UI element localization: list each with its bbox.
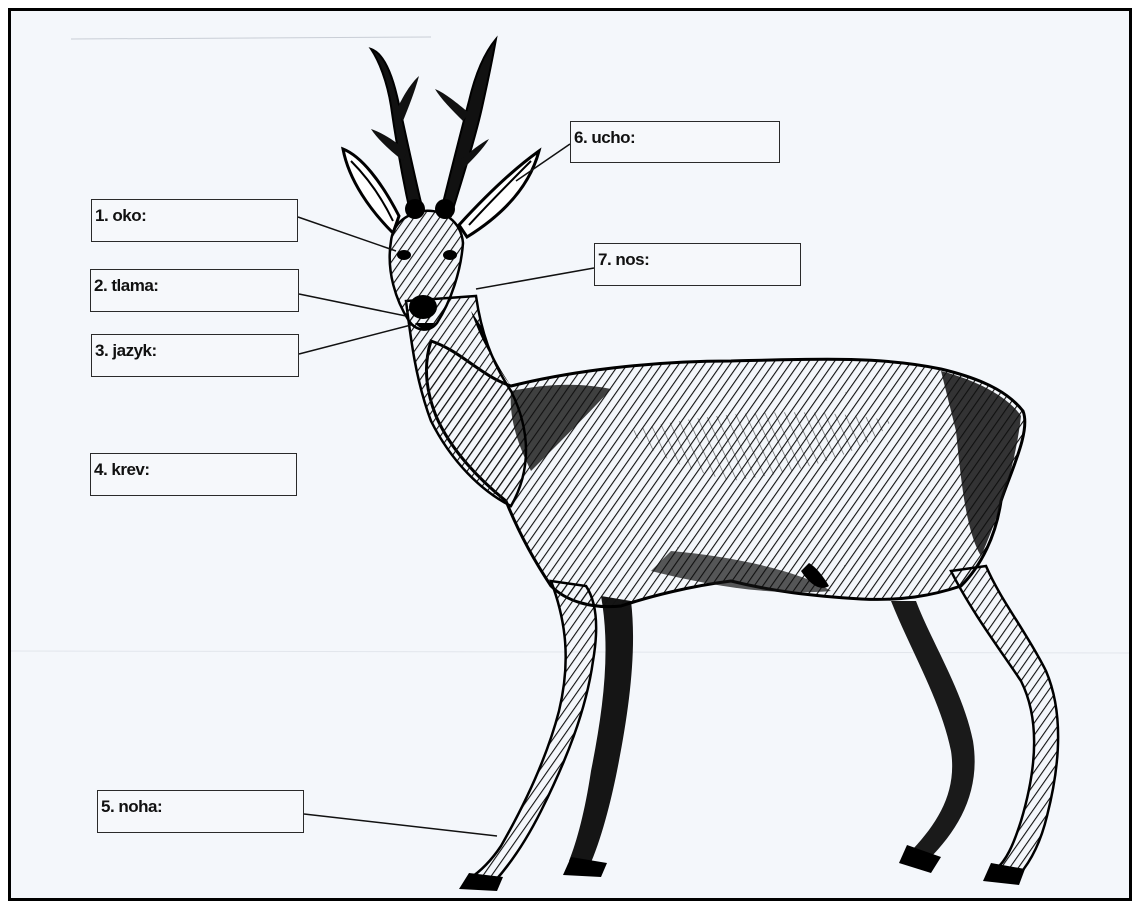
leader-oko	[297, 216, 397, 252]
label-box-tlama[interactable]: 2. tlama:	[90, 269, 299, 312]
deer-far-legs	[563, 596, 975, 877]
leader-lines	[297, 143, 595, 837]
label-text-nos: 7. nos:	[598, 250, 650, 269]
label-box-oko[interactable]: 1. oko:	[91, 199, 298, 242]
deer-hind-leg	[949, 564, 1060, 885]
deer-neck	[404, 294, 528, 508]
label-text-noha: 5. noha:	[101, 797, 163, 816]
deer-antlers	[368, 35, 498, 219]
label-text-krev: 4. krev:	[94, 460, 150, 479]
deer-head	[388, 209, 465, 331]
deer-ears	[341, 146, 542, 240]
leader-jazyk	[298, 324, 412, 355]
label-box-nos[interactable]: 7. nos:	[594, 243, 801, 286]
label-text-oko: 1. oko:	[95, 206, 147, 225]
leader-noha	[303, 813, 498, 837]
label-text-ucho: 6. ucho:	[574, 128, 636, 147]
leader-ucho	[515, 143, 571, 182]
worksheet-sheet: 1. oko: 2. tlama: 3. jazyk: 4. krev: 5. …	[8, 8, 1132, 901]
label-box-ucho[interactable]: 6. ucho:	[570, 121, 780, 163]
label-box-krev[interactable]: 4. krev:	[90, 453, 297, 496]
label-text-tlama: 2. tlama:	[94, 276, 159, 295]
label-text-jazyk: 3. jazyk:	[95, 341, 157, 360]
leader-tlama	[298, 293, 407, 317]
deer-body	[425, 339, 1027, 609]
label-box-noha[interactable]: 5. noha:	[97, 790, 304, 833]
deer-front-leg	[459, 579, 598, 891]
label-box-jazyk[interactable]: 3. jazyk:	[91, 334, 299, 377]
leader-nos	[475, 267, 595, 290]
roe-deer-illustration	[11, 35, 1129, 891]
